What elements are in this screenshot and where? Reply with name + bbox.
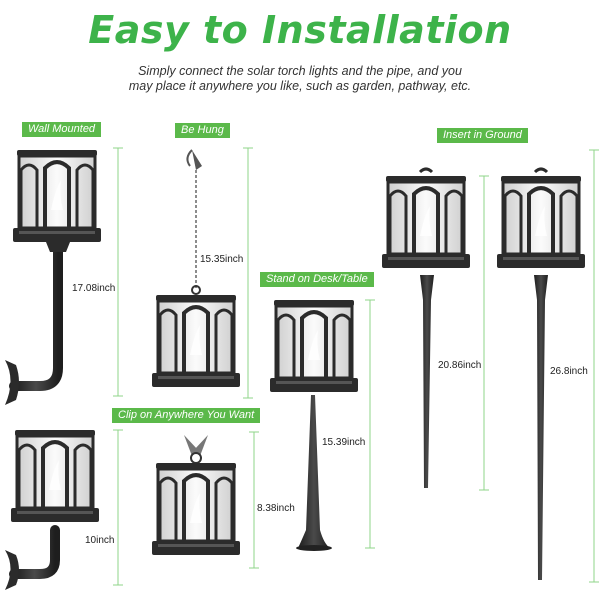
label-insert-in-ground: Insert in Ground	[437, 128, 528, 143]
hanging-lamp	[150, 149, 242, 389]
label-wall-mounted: Wall Mounted	[22, 122, 102, 137]
dimension-wall-short: 10inch	[85, 535, 115, 546]
label-clip-on: Clip on Anywhere You Want	[112, 408, 261, 423]
page-title: Easy to Installation	[88, 8, 512, 52]
wall-mounted-lamp	[5, 148, 103, 405]
dimension-wall-tall: 17.08inch	[72, 283, 116, 294]
dimension-clip: 8.38inch	[257, 503, 295, 514]
dimension-ground-tall: 26.8inch	[550, 366, 588, 377]
subtitle-line-2: may place it anywhere you like, such as …	[128, 79, 472, 93]
subtitle-line-1: Simply connect the solar torch lights an…	[138, 64, 462, 78]
dimension-guides	[113, 147, 599, 586]
label-be-hung: Be Hung	[175, 123, 230, 138]
label-stand-on-desk: Stand on Desk/Table	[260, 272, 374, 287]
dimension-hung: 15.35inch	[200, 254, 244, 265]
ground-stake-short-lamp	[380, 167, 472, 488]
desk-stand-lamp	[268, 298, 360, 551]
dimension-ground-short: 20.86inch	[438, 360, 482, 371]
dimension-desk: 15.39inch	[322, 437, 366, 448]
clip-on-lamp	[150, 435, 242, 557]
wall-mounted-short-lamp	[5, 428, 101, 590]
ground-stake-tall-lamp	[495, 167, 587, 580]
